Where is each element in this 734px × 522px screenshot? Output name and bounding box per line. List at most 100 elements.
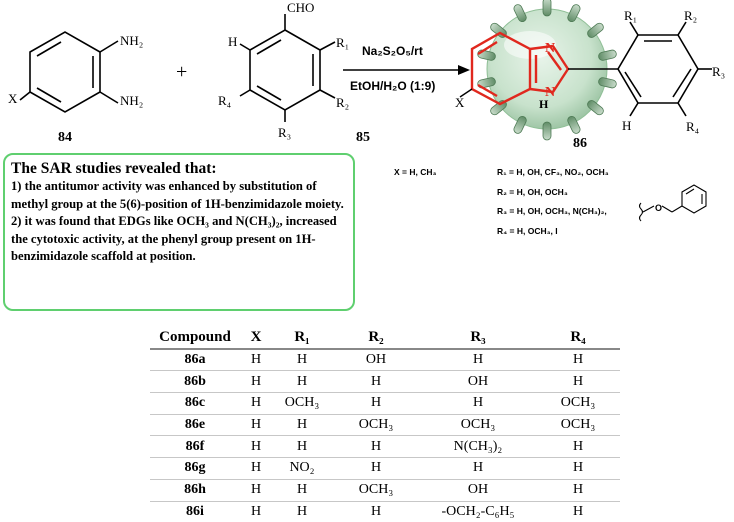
table-header-row: Compound X R₁ R₂ R₃ R₄: [150, 327, 620, 350]
table-cell: OCH₃: [358, 417, 394, 433]
sm2-h: H: [228, 34, 237, 49]
sm1-amine-bottom: NH₂: [120, 93, 143, 108]
capsule: [477, 77, 496, 89]
table-cell: OH: [365, 352, 387, 368]
table-cell: H: [250, 373, 262, 389]
table-cell: H: [472, 395, 484, 411]
header-x: X: [240, 327, 272, 350]
sm1-x-label: X: [8, 91, 18, 106]
table-cell: H: [472, 460, 484, 476]
table-cell: N(CH₃)₂: [453, 438, 503, 454]
table-cell: OH: [467, 373, 489, 389]
sar-summary-box: The SAR studies revealed that: 1) the an…: [3, 153, 355, 311]
sar-title: The SAR studies revealed that:: [11, 160, 217, 177]
compound-id-cell: 86g: [184, 460, 206, 476]
capsule: [542, 0, 552, 17]
legend-x: X = H, CH₃: [394, 167, 437, 177]
table-cell: H: [370, 438, 382, 454]
reaction-scheme: NH₂ NH₂ X 84 + CHO H R₁ R₂ R₃ R₄ 85 Na₂S…: [8, 0, 725, 222]
compound-id-cell: 86f: [185, 438, 205, 454]
header-compound: Compound: [150, 327, 240, 350]
table-row: 86c H OCH₃ H H OCH₃: [150, 393, 620, 415]
table-cell: H: [472, 352, 484, 368]
compound-id-cell: 86c: [184, 395, 206, 411]
capsule-ring: [477, 0, 617, 141]
table-cell: H: [572, 352, 584, 368]
legend-r3: R₃ = H, OH, OCH₃, N(CH₃)₂,: [497, 206, 607, 216]
compound-85-structure: [239, 14, 336, 122]
compound-85-label: 85: [356, 130, 370, 145]
capsule: [587, 100, 604, 116]
product-r2: R₂: [684, 8, 697, 23]
sar-point-2: 2) it was found that EDGs like OCH₃ and …: [11, 214, 337, 263]
table-cell: H: [296, 438, 308, 454]
table-cell: H: [296, 417, 308, 433]
capsule: [587, 22, 604, 38]
table-cell: H: [370, 395, 382, 411]
header-r1: R₁: [272, 327, 332, 350]
compound-84-label: 84: [58, 130, 72, 145]
table-cell: H: [296, 373, 308, 389]
legend-r4: R₄ = H, OCH₃, I: [497, 226, 558, 236]
benzyloxy-structure: [638, 184, 707, 222]
header-r4: R₄: [536, 327, 620, 350]
table-cell: H: [250, 503, 262, 519]
compound-id-cell: 86b: [184, 373, 206, 389]
table-cell: OCH₃: [284, 395, 320, 411]
product-r1: R₁: [624, 8, 637, 23]
table-cell: OCH₃: [460, 417, 496, 433]
table-cell: OCH₃: [358, 482, 394, 498]
capsule: [513, 115, 527, 134]
table-cell: H: [250, 417, 262, 433]
capsule: [542, 121, 552, 141]
table-cell: H: [250, 395, 262, 411]
header-r2: R₂: [332, 327, 420, 350]
table-cell: -OCH₂-C₆H₅: [441, 503, 515, 519]
table-cell: H: [250, 438, 262, 454]
table-cell: H: [296, 503, 308, 519]
legend-r1: R₁ = H, OH, CF₃, NO₂, OCH₃: [497, 167, 609, 177]
product-r4: R₄: [686, 119, 700, 134]
compound-id-cell: 86a: [184, 352, 206, 368]
product-r3: R₃: [712, 64, 725, 79]
capsule: [567, 115, 581, 134]
sm2-r1: R₁: [336, 35, 349, 50]
capsule: [598, 49, 617, 61]
table-cell: H: [572, 460, 584, 476]
capsule: [513, 4, 527, 23]
product-phenyl-ring: [568, 21, 712, 117]
table-cell: OCH₃: [560, 395, 596, 411]
sm2-r3: R₃: [278, 125, 291, 140]
product-h-on-n: H: [539, 97, 549, 111]
product-x-label: X: [455, 95, 465, 110]
sm2-cho: CHO: [287, 0, 314, 15]
compound-id-cell: 86i: [186, 503, 204, 519]
table-cell: H: [296, 352, 308, 368]
table-cell: H: [572, 503, 584, 519]
table-cell: OH: [467, 482, 489, 498]
product-n-label: N: [545, 41, 555, 56]
capsule: [598, 77, 617, 89]
capsule: [567, 4, 581, 23]
reaction-arrow: [343, 65, 470, 75]
table-cell: NO₂: [289, 460, 315, 476]
product-nh-label: N: [545, 85, 555, 100]
table-row: 86i H H H -OCH₂-C₆H₅ H: [150, 501, 620, 522]
compound-86-label: 86: [573, 136, 587, 151]
table-cell: H: [370, 503, 382, 519]
sar-point-1: 1) the antitumor activity was enhanced b…: [11, 179, 344, 211]
reagent-label: Na₂S₂O₅/rt: [362, 44, 423, 58]
table-cell: H: [572, 373, 584, 389]
table-cell: H: [296, 482, 308, 498]
sm2-r4: R₄: [218, 93, 232, 108]
header-r3: R₃: [420, 327, 536, 350]
solvent-label: EtOH/H₂O (1:9): [350, 79, 435, 93]
benzyloxy-o: O: [655, 203, 662, 213]
